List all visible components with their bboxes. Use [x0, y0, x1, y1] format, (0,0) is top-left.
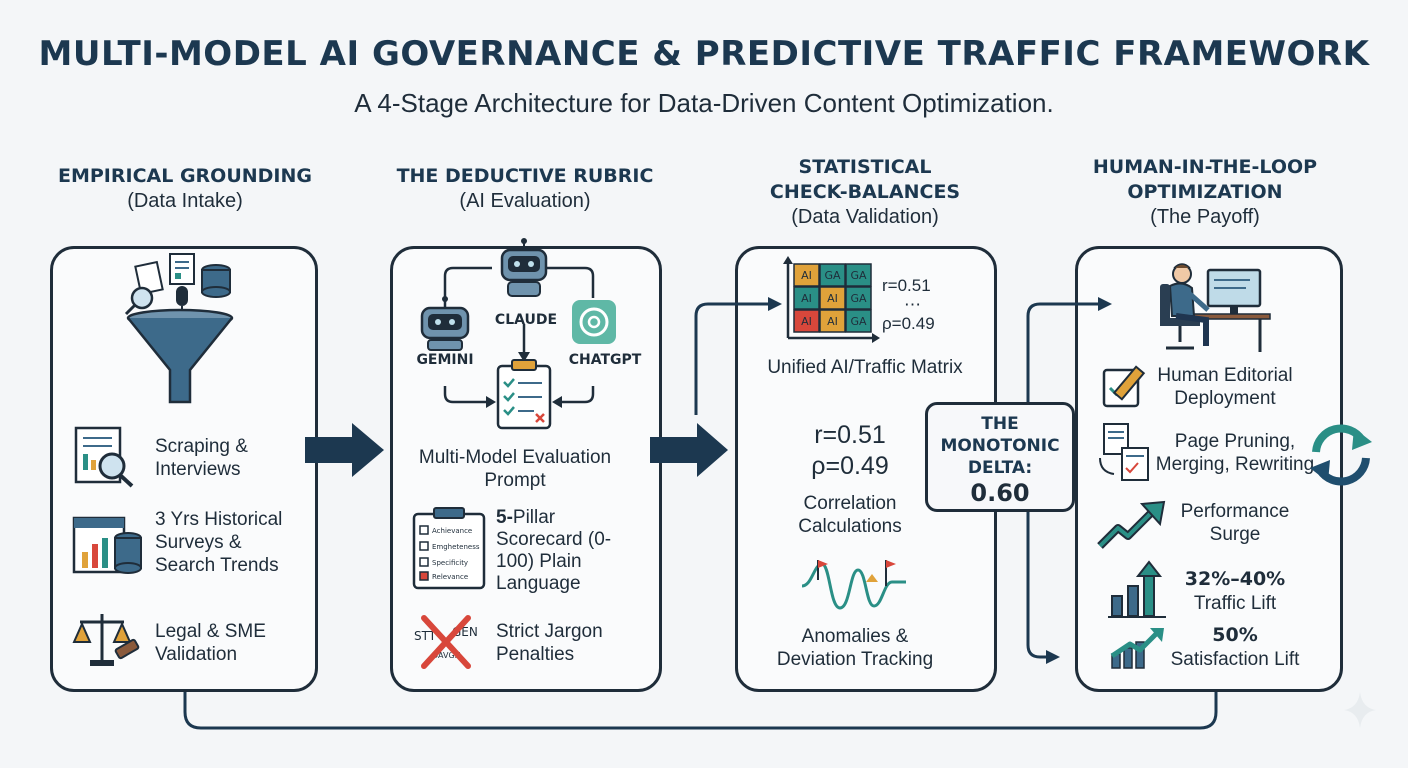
- matrix-label: Unified AI/Traffic Matrix: [767, 357, 963, 378]
- correlation-values: r=0.51 ρ=0.49: [780, 420, 920, 482]
- anomalies-label: Anomalies & Deviation Tracking: [776, 626, 934, 670]
- jargon-word-1: STT: [414, 629, 437, 643]
- matrix-cell-label: AI: [801, 292, 812, 305]
- evaluation-prompt-label: Multi-Model Evaluation Prompt: [418, 447, 612, 491]
- stage-3-heading: STATISTICAL CHECK-BALANCES (Data Validat…: [760, 155, 970, 230]
- scorecard-item-3: Specificity: [432, 559, 468, 567]
- matrix-cell-label: GA: [850, 315, 867, 328]
- matrix-cell-label: AI: [801, 315, 812, 328]
- scorecard-item-1: Achievance: [432, 527, 472, 535]
- page-pruning-label: Page Pruning, Merging, Rewriting: [1155, 431, 1315, 475]
- matrix-cell: [845, 309, 872, 333]
- correlation-r: r=0.51: [814, 421, 886, 449]
- matrix-rho-value: ρ=0.49: [882, 314, 935, 333]
- correlation-label: Correlation Calculations: [798, 493, 902, 537]
- gemini-robot-icon: [420, 296, 470, 351]
- stage-4-title: HUMAN-IN-THE-LOOP OPTIMIZATION: [1092, 156, 1318, 203]
- performance-surge-arrow-icon: [1097, 500, 1166, 549]
- jargon-penalties-label: Strict Jargon Penalties: [496, 621, 603, 665]
- stage-4-heading: HUMAN-IN-THE-LOOP OPTIMIZATION (The Payo…: [1085, 155, 1325, 230]
- refresh-cycle-icon: [1310, 424, 1372, 486]
- matrix-cell: [793, 286, 820, 310]
- matrix-ellipsis: ⋯: [904, 295, 921, 314]
- delta-title: THE MONOTONIC DELTA:: [940, 414, 1060, 478]
- traffic-lift-chart-icon: [1108, 560, 1166, 618]
- editorial-label: Human Editorial Deployment: [1157, 365, 1293, 409]
- matrix-cell-label: AI: [801, 269, 812, 282]
- stage-2-heading: THE DEDUCTIVE RUBRIC (AI Evaluation): [375, 164, 675, 214]
- arrow-stage2-to-3: [650, 423, 728, 477]
- scraping-document-icon: [74, 426, 134, 488]
- correlation-rho: ρ=0.49: [811, 452, 889, 480]
- page-title: MULTI-MODEL AI GOVERNANCE & PREDICTIVE T…: [38, 34, 1370, 74]
- matrix-cell: [819, 309, 846, 333]
- stage-2-subtitle: (AI Evaluation): [459, 190, 591, 212]
- historical-data-icon: [72, 516, 142, 574]
- claude-robot-icon: [500, 238, 548, 297]
- chatgpt-label: CHATGPT: [568, 352, 642, 368]
- stage-1-subtitle: (Data Intake): [127, 190, 243, 212]
- matrix-cell-label: GA: [824, 269, 841, 282]
- stage-2-title: THE DEDUCTIVE RUBRIC: [396, 165, 654, 187]
- matrix-cell: [819, 286, 846, 310]
- human-at-desk-icon: [1160, 263, 1271, 352]
- anomaly-wave-icon: [801, 560, 906, 610]
- satisfaction-lift-value: 50%: [1212, 624, 1258, 646]
- stage-1-heading: EMPIRICAL GROUNDING (Data Intake): [40, 164, 330, 214]
- legal-scales-icon: [72, 614, 140, 666]
- matrix-cell: [819, 263, 846, 287]
- multi-model-diagram: [420, 238, 616, 430]
- stage-1-item-historical: 3 Yrs Historical Surveys & Search Trends: [155, 509, 283, 576]
- feedback-loop-line: [183, 692, 1218, 730]
- sparkle-icon: [1344, 692, 1376, 728]
- ai-traffic-matrix-grid: AI GA GA AI AI GA AI AI GA: [783, 256, 880, 343]
- page-pruning-icon: [1099, 423, 1149, 481]
- matrix-stats: r=0.51 ⋯ ρ=0.49: [882, 276, 952, 333]
- matrix-cell: [845, 286, 872, 310]
- scorecard-label-rest: Pillar Scorecard (0-100) Plain Language: [496, 507, 612, 594]
- matrix-cell-label: GA: [850, 292, 867, 305]
- gemini-label: GEMINI: [416, 352, 474, 368]
- matrix-cell-label: GA: [850, 269, 867, 282]
- scorecard-item-4: Relevance: [432, 573, 468, 581]
- stage-4-subtitle: (The Payoff): [1150, 206, 1260, 228]
- stage-1-title: EMPIRICAL GROUNDING: [58, 165, 312, 187]
- matrix-cell-label: AI: [827, 315, 838, 328]
- satisfaction-lift-label: Satisfaction Lift: [1170, 649, 1300, 670]
- chatgpt-logo-icon: [572, 300, 616, 344]
- matrix-cell-label: AI: [827, 292, 838, 305]
- matrix-cell: [793, 263, 820, 287]
- page-subtitle: A 4-Stage Architecture for Data-Driven C…: [354, 88, 1054, 118]
- traffic-lift-value: 32%–40%: [1184, 568, 1286, 590]
- jargon-penalty-icon: STT GEN DAVGH: [414, 615, 478, 669]
- arrow-stage1-to-2: [305, 423, 384, 477]
- editorial-pencil-icon: [1102, 365, 1146, 408]
- monotonic-delta-box: THE MONOTONIC DELTA: 0.60: [925, 402, 1075, 512]
- delta-value: 0.60: [970, 479, 1030, 507]
- stage-3-title: STATISTICAL CHECK-BALANCES: [769, 156, 961, 203]
- scorecard-label: 5-Pillar Scorecard (0-100) Plain Languag…: [496, 507, 646, 595]
- arrow-into-matrix: [694, 302, 770, 415]
- stage-3-subtitle: (Data Validation): [791, 206, 939, 228]
- jargon-word-3: DAVGH: [432, 651, 461, 660]
- matrix-cell: [845, 263, 872, 287]
- performance-surge-label: Performance Surge: [1180, 501, 1290, 545]
- arrow-delta-up: [1026, 302, 1100, 420]
- arrow-delta-down: [1026, 512, 1048, 659]
- data-funnel-icon: [124, 253, 234, 404]
- traffic-lift-label: Traffic Lift: [1193, 593, 1277, 614]
- evaluation-clipboard-icon: [496, 359, 552, 430]
- satisfaction-lift-chart-icon: [1110, 628, 1164, 669]
- scorecard-clipboard-icon: Achievance Emgheteness Specificity Relev…: [412, 507, 486, 590]
- stage-1-item-legal: Legal & SME Validation: [155, 621, 266, 665]
- matrix-cell: [793, 309, 820, 333]
- claude-label: CLAUDE: [494, 312, 558, 328]
- scorecard-item-2: Emgheteness: [432, 543, 480, 551]
- scorecard-label-bold: 5-: [496, 507, 513, 528]
- stage-1-item-scraping: Scraping & Interviews: [155, 436, 248, 480]
- matrix-r-value: r=0.51: [882, 276, 931, 295]
